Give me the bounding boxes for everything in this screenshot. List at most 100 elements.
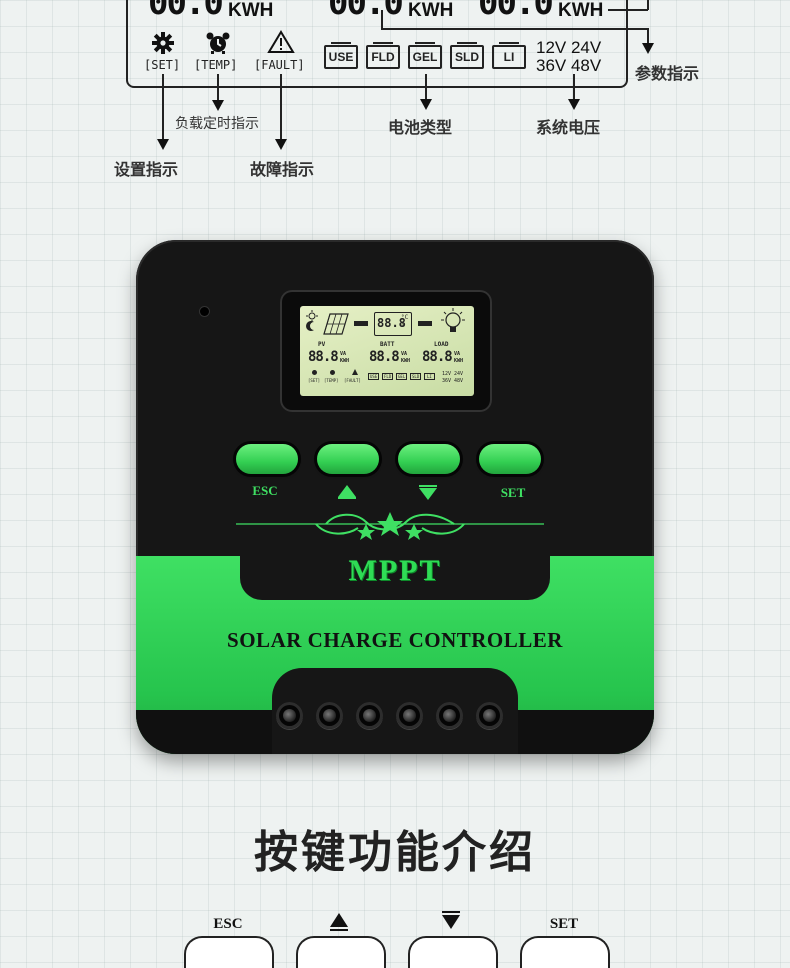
down-triangle-base xyxy=(442,911,460,913)
callout-fault: 故障指示 xyxy=(250,160,315,179)
warning-triangle-icon xyxy=(267,30,295,53)
terminal-screw[interactable] xyxy=(396,702,423,729)
arrow-down-icon xyxy=(568,99,580,110)
screen-bezel: 88.8 °C % PV 88.8 VA KWH BATT 88.8 VA KW… xyxy=(280,290,492,412)
gear-icon xyxy=(312,370,317,375)
callout-parameter: 参数指示 xyxy=(635,64,700,83)
lcd-pv-digits: 88.8 xyxy=(308,349,339,365)
voltage-line-1: 12V 24V xyxy=(536,38,602,57)
callout-load-timer: 负载定时指示 xyxy=(175,116,259,132)
callout-battery-type: 电池类型 xyxy=(388,118,453,137)
lcd-load-unit-bottom: KWH xyxy=(454,358,464,364)
callout-setting: 设置指示 xyxy=(114,160,179,179)
terminal-screw[interactable] xyxy=(276,702,303,729)
callout-line xyxy=(425,74,427,100)
readout-2-unit: KWH xyxy=(408,0,454,21)
up-triangle-base xyxy=(330,929,348,931)
status-led xyxy=(200,307,209,316)
lcd-mini-batt-sld: SLD xyxy=(410,373,422,380)
alarm-clock-icon xyxy=(206,32,230,54)
lcd-mini-set: [SET] xyxy=(308,378,321,383)
battery-type-fld: FLD xyxy=(366,42,400,69)
callout-line xyxy=(381,28,648,30)
lcd-mini-temp: [TEMP] xyxy=(324,378,339,383)
lcd-mini-batt-fld: FLD xyxy=(382,373,394,380)
indicator-label-temp: [TEMP] xyxy=(194,58,238,72)
readout-3-unit: KWH xyxy=(558,0,604,21)
lcd-screen: 88.8 °C % PV 88.8 VA KWH BATT 88.8 VA KW… xyxy=(300,306,474,396)
key-label-esc: ESC xyxy=(213,916,243,932)
alarm-clock-icon xyxy=(330,370,335,375)
lcd-load-unit-top: VA xyxy=(454,351,461,357)
callout-line xyxy=(608,9,648,11)
lcd-mini-batt-gel: GEL xyxy=(396,373,408,380)
readout-3-digits: 00.0 xyxy=(478,0,554,23)
terminal-screw[interactable] xyxy=(316,702,343,729)
battery-type-use: USE xyxy=(324,42,358,69)
gear-icon xyxy=(152,32,174,54)
panel-notch xyxy=(240,544,550,600)
esc-key[interactable] xyxy=(184,936,274,968)
set-button[interactable] xyxy=(479,444,541,474)
readout-2-digits: 00.0 xyxy=(328,0,404,23)
terminal-screw[interactable] xyxy=(436,702,463,729)
product-label: SOLAR CHARGE CONTROLLER xyxy=(227,628,563,652)
arrow-down-icon xyxy=(157,139,169,150)
terminal-screw[interactable] xyxy=(356,702,383,729)
key-label-set: SET xyxy=(549,916,579,932)
lcd-mini-batt-use: USE xyxy=(368,373,380,380)
solar-charge-controller: 88.8 °C % PV 88.8 VA KWH BATT 88.8 VA KW… xyxy=(136,240,654,754)
arrow-down-icon xyxy=(275,139,287,150)
down-button[interactable] xyxy=(398,444,460,474)
lcd-center-units: °C % xyxy=(401,314,409,328)
brand-logo: MPPT xyxy=(348,554,442,587)
up-triangle-icon xyxy=(330,913,348,927)
set-key[interactable] xyxy=(520,936,610,968)
light-bulb-icon xyxy=(441,308,465,332)
lcd-mini-volt-1: 12V 24V xyxy=(442,371,464,377)
lcd-pv-unit-top: VA xyxy=(340,351,347,357)
arrow-down-icon xyxy=(420,99,432,110)
voltage-line-2: 36V 48V xyxy=(536,56,602,75)
set-button-label: SET xyxy=(500,485,526,500)
lcd-load-label: LOAD xyxy=(434,341,449,348)
lcd-mini-volt-2: 36V 48V xyxy=(442,378,464,384)
callout-line xyxy=(280,74,282,140)
lcd-batt-unit-top: VA xyxy=(401,351,408,357)
up-triangle-base xyxy=(338,497,356,499)
callout-line xyxy=(162,74,164,140)
arrow-right-icon xyxy=(418,321,432,326)
callout-line xyxy=(217,74,219,101)
lcd-batt-unit-bottom: KWH xyxy=(401,358,411,364)
battery-icon xyxy=(374,312,412,336)
indicator-label-fault: [FAULT] xyxy=(254,58,305,72)
esc-button-label: ESC xyxy=(252,483,278,498)
lcd-mini-fault: [FAULT] xyxy=(344,378,361,383)
warning-triangle-icon xyxy=(352,369,358,375)
callout-line xyxy=(573,74,575,100)
up-key[interactable] xyxy=(296,936,386,968)
lcd-batt-label: BATT xyxy=(380,341,395,348)
down-triangle-base xyxy=(419,485,437,487)
lcd-pv-label: PV xyxy=(318,341,326,348)
readout-1-digits: 00.0 xyxy=(148,0,224,23)
terminal-screw[interactable] xyxy=(476,702,503,729)
esc-button[interactable] xyxy=(236,444,298,474)
arrow-down-icon xyxy=(642,43,654,54)
battery-type-gel: GEL xyxy=(408,42,442,69)
lcd-pv-unit-bottom: KWH xyxy=(340,358,350,364)
callout-line xyxy=(381,10,383,29)
lcd-batt-digits: 88.8 xyxy=(369,349,400,365)
lcd-load-digits: 88.8 xyxy=(422,349,453,365)
battery-type-sld: SLD xyxy=(450,42,484,69)
up-button[interactable] xyxy=(317,444,379,474)
lcd-diagram-frame xyxy=(126,0,628,88)
down-triangle-icon xyxy=(442,915,460,929)
down-key[interactable] xyxy=(408,936,498,968)
solar-panel-icon xyxy=(306,310,349,335)
ornament-divider xyxy=(236,512,544,540)
lcd-mini-batt-li: LI xyxy=(424,373,435,380)
arrow-right-icon xyxy=(354,321,368,326)
section-heading: 按键功能介绍 xyxy=(254,827,536,878)
arrow-down-icon xyxy=(212,100,224,111)
